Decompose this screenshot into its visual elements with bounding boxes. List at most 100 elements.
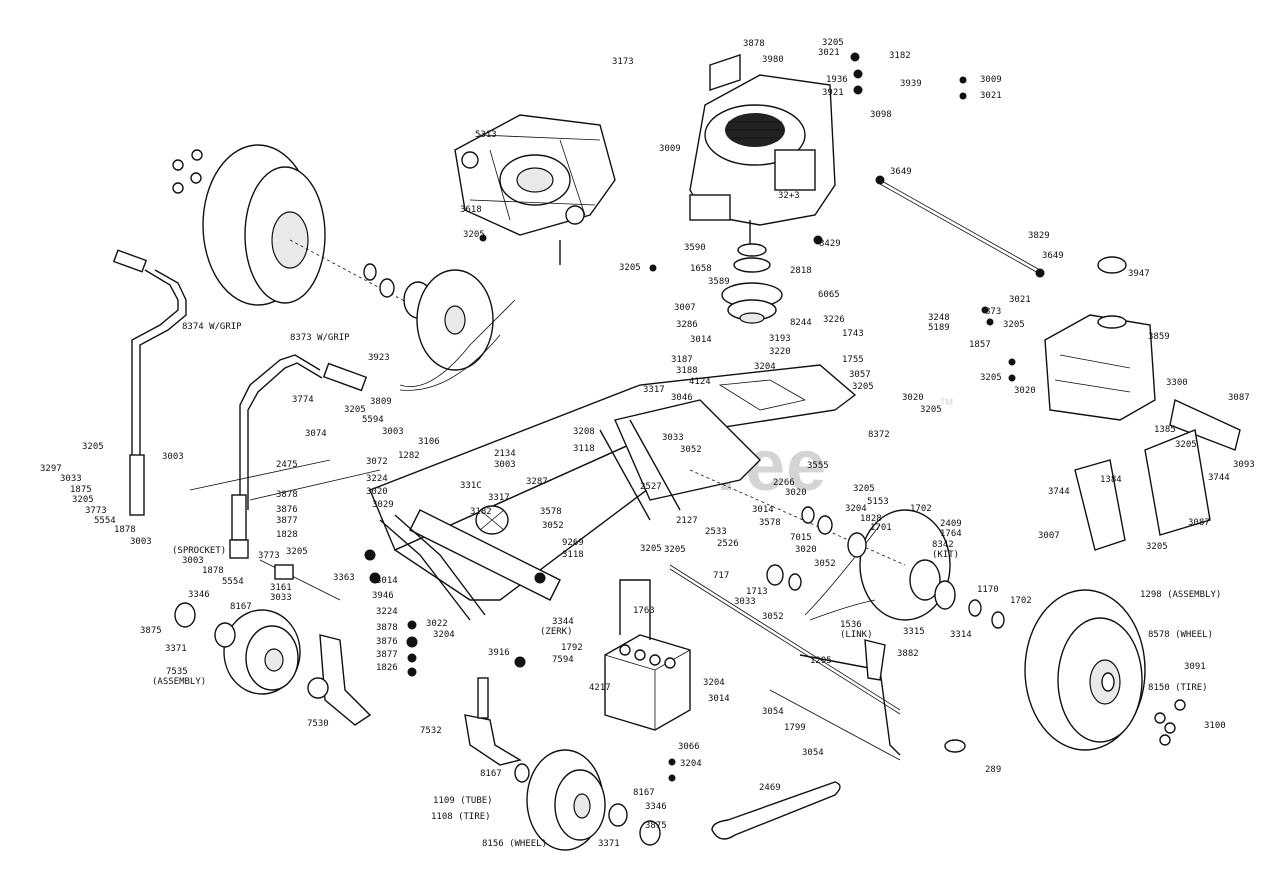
part-callout: 3052 (542, 521, 564, 531)
part-callout: 3003 (130, 537, 152, 547)
part-callout: 3947 (1128, 269, 1150, 279)
part-callout: 3829 (1028, 231, 1050, 241)
part-callout: 3204 (703, 678, 725, 688)
part-callout: 5554 (222, 577, 244, 587)
part-callout: 1298 (ASSEMBLY) (1140, 590, 1221, 600)
hub-and-sprocket (363, 263, 516, 391)
part-callout: 3939 (900, 79, 922, 89)
part-callout: 3875 (140, 626, 162, 636)
part-callout: 3205 (344, 405, 366, 415)
part-callout: 3033 (270, 593, 292, 603)
part-callout: 1702 (1010, 596, 1032, 606)
part-callout: 3555 (807, 461, 829, 471)
part-callout: 3205 (82, 442, 104, 452)
part-callout: 3193 (769, 334, 791, 344)
part-callout: 3315 (903, 627, 925, 637)
part-callout: 3923 (368, 353, 390, 363)
part-callout: 3074 (305, 429, 327, 439)
part-callout: 1936 (826, 75, 848, 85)
part-callout: 3003 (382, 427, 404, 437)
part-callout: 5594 (362, 415, 384, 425)
part-callout: 3346 (645, 802, 667, 812)
part-callout: 3980 (762, 55, 784, 65)
part-callout: 1763 (633, 606, 655, 616)
part-callout: 3649 (890, 167, 912, 177)
part-callout: 3057 (849, 370, 871, 380)
control-rods (669, 564, 966, 761)
part-callout: 3187 (671, 355, 693, 365)
part-callout: 3205 (664, 545, 686, 555)
part-callout: 2409 (940, 519, 962, 529)
part-callout: 1764 (940, 529, 962, 539)
part-callout: 8244 (790, 318, 812, 328)
part-callout: 3878 (376, 623, 398, 633)
part-callout: 3007 (674, 303, 696, 313)
part-callout: 3003 (182, 556, 204, 566)
part-callout: 3066 (678, 742, 700, 752)
part-callout: 1828 (276, 530, 298, 540)
part-callout: 3020 (366, 487, 388, 497)
part-callout: 3033 (734, 597, 756, 607)
part-callout: (SPROCKET) (172, 546, 226, 556)
part-callout: 3054 (802, 748, 824, 758)
part-callout: 7015 (790, 533, 812, 543)
part-callout: 1799 (784, 723, 806, 733)
part-callout: 3773 (85, 506, 107, 516)
part-callout: 3106 (418, 437, 440, 447)
part-callout: 3052 (814, 559, 836, 569)
part-callout: 32+3 (778, 191, 800, 201)
part-callout: 1658 (690, 264, 712, 274)
part-callout: 3946 (372, 591, 394, 601)
part-callout: 3021 (980, 91, 1002, 101)
part-callout: 331C (460, 481, 482, 491)
part-callout: 3054 (762, 707, 784, 717)
part-callout: 3029 (372, 500, 394, 510)
part-callout: 3046 (671, 393, 693, 403)
part-callout: 8167 (633, 788, 655, 798)
part-callout: 2469 (759, 783, 781, 793)
part-callout: 3286 (676, 320, 698, 330)
part-callout: 2818 (790, 266, 812, 276)
part-callout: 8150 (TIRE) (1148, 683, 1208, 693)
part-callout: 3578 (540, 507, 562, 517)
part-callout: 1702 (910, 504, 932, 514)
part-callout: 3882 (897, 649, 919, 659)
part-callout: 5313 (475, 130, 497, 140)
part-callout: 3205 (1003, 320, 1025, 330)
part-callout: 3287 (526, 477, 548, 487)
part-callout: 3344 (552, 617, 574, 627)
part-callout: 3877 (376, 650, 398, 660)
part-callout: 3314 (950, 630, 972, 640)
part-callout: 3033 (662, 433, 684, 443)
idler-gear (475, 505, 509, 535)
part-callout: 8373 W/GRIP (290, 333, 350, 343)
part-callout: 3773 (258, 551, 280, 561)
part-callout: 3921 (822, 88, 844, 98)
part-callout: 3859 (1148, 332, 1170, 342)
part-callout: 3205 (72, 495, 94, 505)
part-callout: 3877 (276, 516, 298, 526)
part-callout: 3346 (188, 590, 210, 600)
part-callout: 8374 W/GRIP (182, 322, 242, 332)
part-callout: (ZERK) (540, 627, 573, 637)
watermark-trademark: TM (940, 397, 953, 407)
part-callout: 4217 (589, 683, 611, 693)
part-callout: 3014 (708, 694, 730, 704)
part-callout: 1108 (TIRE) (431, 812, 491, 822)
part-callout: 3205 (1175, 440, 1197, 450)
part-callout: 3014 (376, 576, 398, 586)
part-callout: 1826 (376, 663, 398, 673)
part-callout: 3809 (370, 397, 392, 407)
part-callout: 1384 (1100, 475, 1122, 485)
main-frame (369, 364, 857, 621)
part-callout: 3100 (1204, 721, 1226, 731)
part-callout: 8167 (480, 769, 502, 779)
part-callout: 7532 (420, 726, 442, 736)
part-callout: 3020 (902, 393, 924, 403)
part-callout: 2527 (640, 482, 662, 492)
transmission (454, 114, 616, 265)
part-callout: 3014 (752, 505, 774, 515)
lug-nuts-right (1154, 699, 1186, 746)
